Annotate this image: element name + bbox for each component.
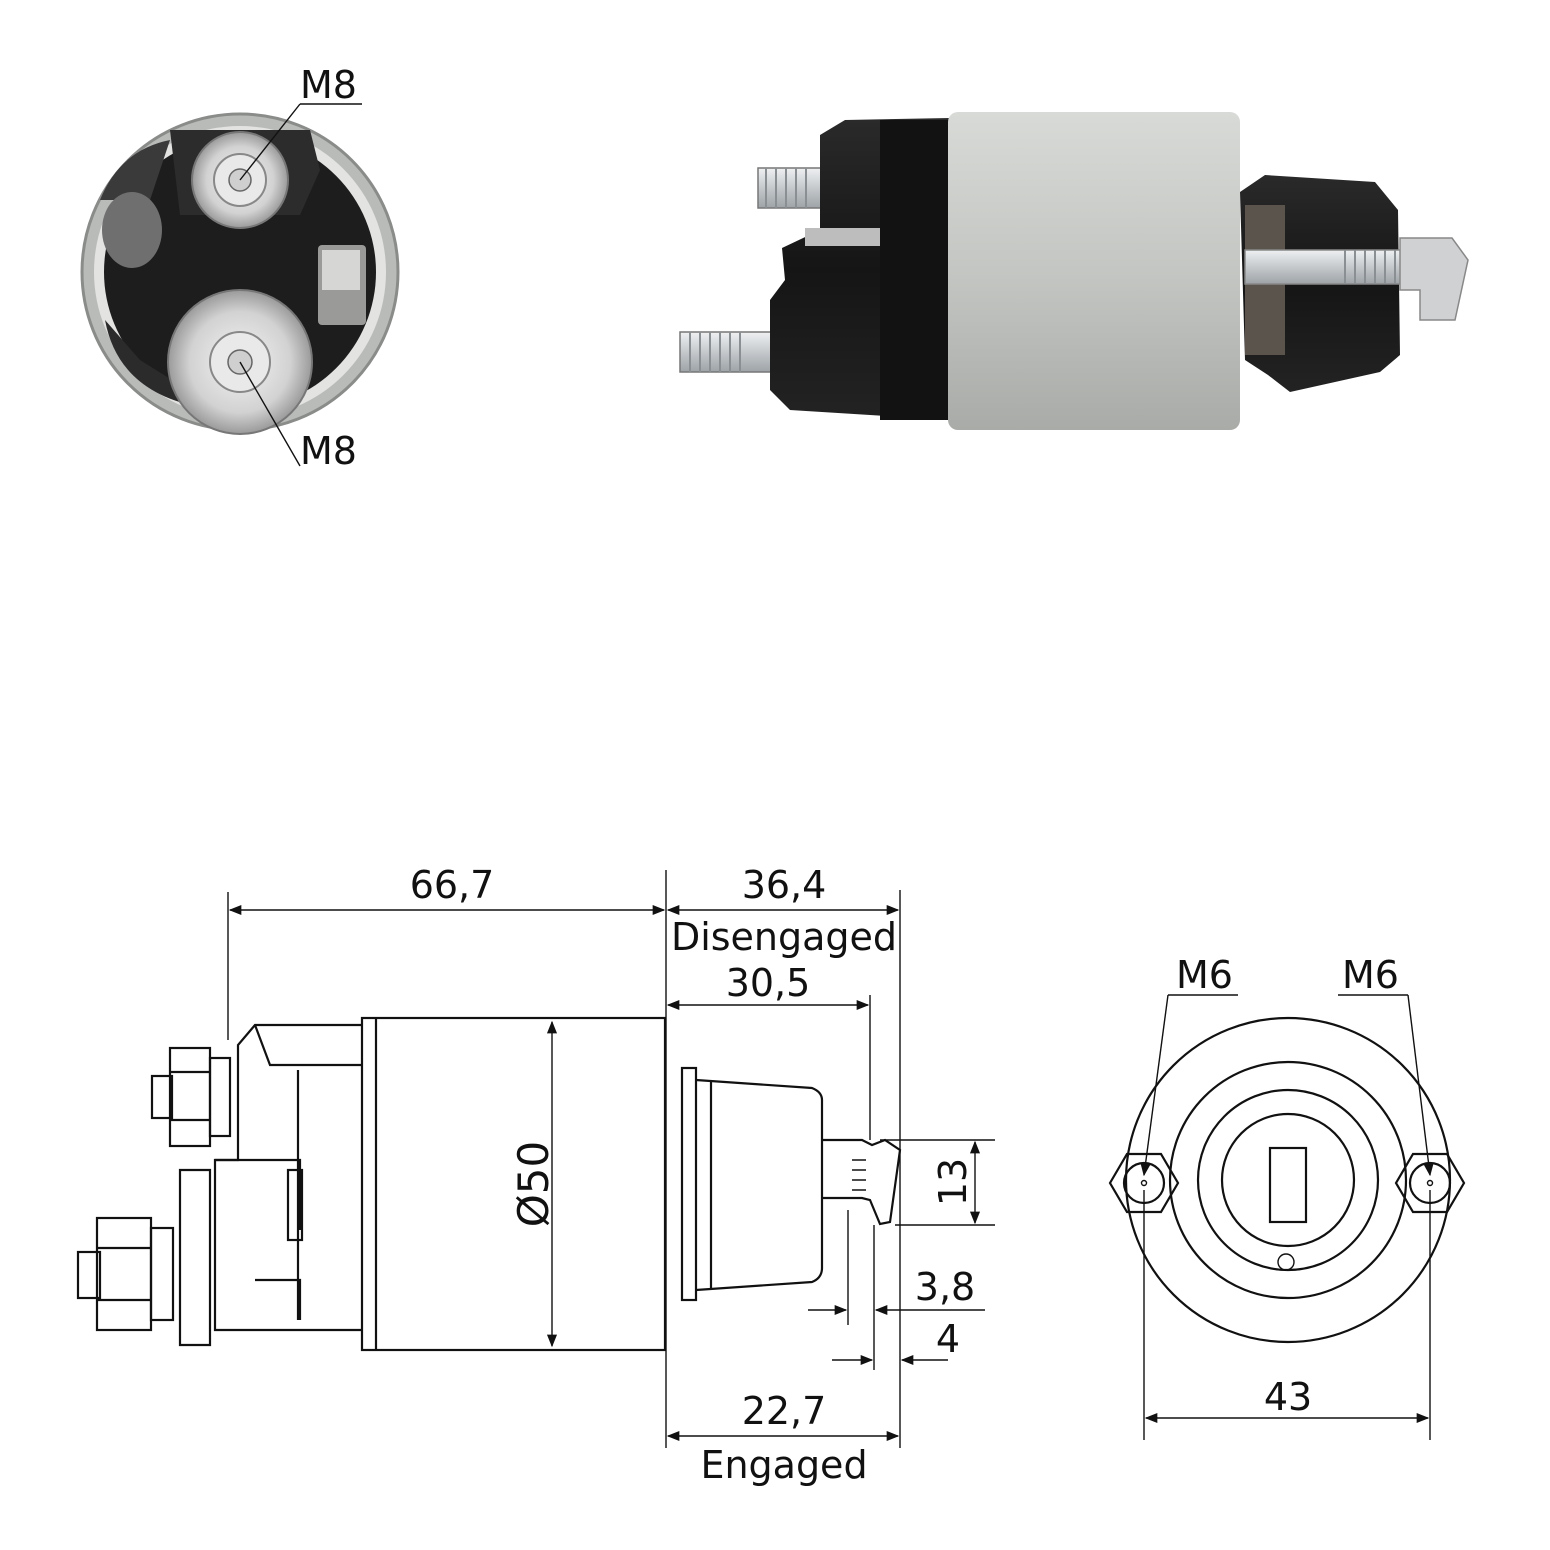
dim-stud-spacing: 43: [1264, 1375, 1312, 1419]
end-elevation-drawing: M6 M6 43: [1108, 953, 1466, 1440]
dim-slot-height: 13: [931, 1158, 975, 1206]
dim-plunger-engaged: 22,7: [742, 1389, 827, 1433]
bottom-terminal-label: M8: [300, 429, 357, 473]
dim-slot-offset: 3,8: [915, 1265, 975, 1309]
dim-plunger-inner: 30,5: [726, 961, 811, 1005]
left-stud-label: M6: [1176, 953, 1233, 997]
end-view-photo: M8 M8: [80, 63, 400, 473]
right-stud-label: M6: [1342, 953, 1399, 997]
side-view-photo: [679, 112, 1469, 430]
dim-slot-depth: 4: [936, 1317, 960, 1361]
side-elevation-drawing: 66,7 36,4 Disengaged 30,5 Ø50 13 3,8 4 2…: [76, 863, 995, 1487]
engaged-caption: Engaged: [700, 1443, 867, 1487]
top-terminal-label: M8: [300, 63, 357, 107]
disengaged-caption: Disengaged: [671, 915, 897, 959]
dim-overall-length: 66,7: [410, 863, 495, 907]
dim-plunger-disengaged: 36,4: [742, 863, 827, 907]
dim-diameter: Ø50: [509, 1141, 558, 1228]
